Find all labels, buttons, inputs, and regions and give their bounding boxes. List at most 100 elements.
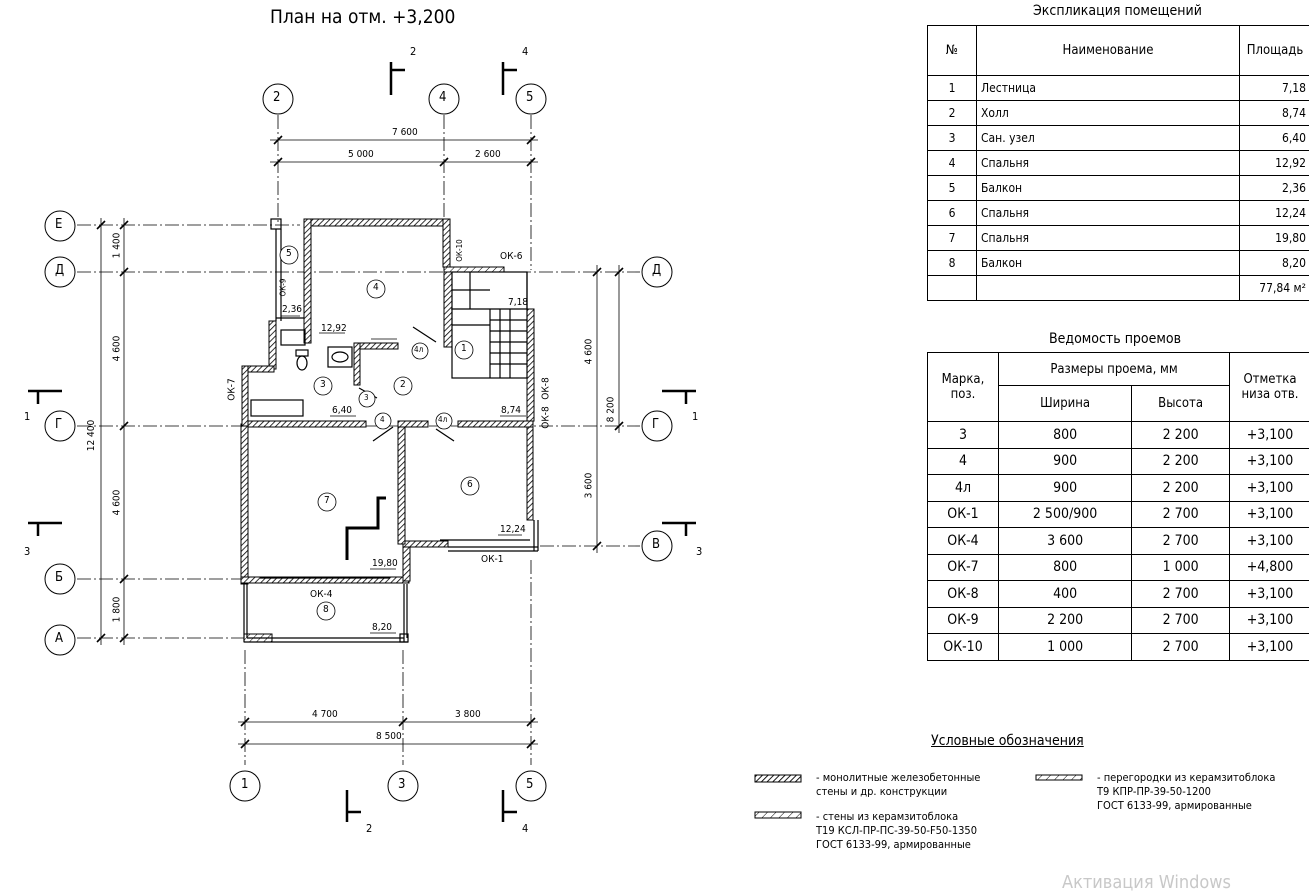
plan-labels: 2 4 2 4 1 3 1 3 2 4 5 1 3 5 Е Д Г Б А Д … xyxy=(0,0,920,885)
door-tag: 4л xyxy=(438,415,447,424)
room-number: 1 xyxy=(461,343,467,354)
dimension-text: 4 600 xyxy=(583,339,594,365)
table-cell: +3,100 xyxy=(1230,634,1309,661)
total-area: 77,84 м² xyxy=(1240,276,1309,301)
legend-item: - монолитные железобетонные стены и др. … xyxy=(816,771,980,799)
table-cell: 900 xyxy=(999,475,1132,502)
table-cell: ОК-10 xyxy=(928,634,999,661)
axis-label-bottom: 1 xyxy=(241,777,248,792)
table-cell: 900 xyxy=(999,448,1132,475)
table-cell: 2 700 xyxy=(1132,581,1230,608)
openings-header: Высота xyxy=(1132,386,1230,422)
openings-header: Отметка низа отв. xyxy=(1230,353,1309,422)
table-total-row: 77,84 м² xyxy=(928,276,1309,301)
table-cell: 7 xyxy=(928,226,977,251)
axis-label-right: Д xyxy=(652,263,661,278)
room-area: 19,80 xyxy=(372,558,398,569)
table-cell: 800 xyxy=(999,422,1132,449)
section-label: 4 xyxy=(522,45,528,58)
table-row: 8 Балкон 8,20 xyxy=(928,251,1309,276)
axis-label-left: Д xyxy=(55,263,64,278)
section-label: 1 xyxy=(24,410,30,423)
opening-tag: ОК-7 xyxy=(227,378,238,400)
table-cell: Спальня xyxy=(977,201,1240,226)
dimension-text: 8 200 xyxy=(605,397,616,423)
table-cell: Балкон xyxy=(977,176,1240,201)
explication-header: Площадь xyxy=(1240,26,1309,76)
table-cell: 2 200 xyxy=(1132,448,1230,475)
table-cell: Лестница xyxy=(977,76,1240,101)
table-cell: +3,100 xyxy=(1230,607,1309,634)
table-cell: 1 000 xyxy=(1132,554,1230,581)
table-cell: 12,92 xyxy=(1240,151,1309,176)
room-number: 5 xyxy=(286,248,292,259)
table-cell: Спальня xyxy=(977,226,1240,251)
opening-tag: ОК-8 xyxy=(541,406,552,428)
openings-header: Размеры проема, мм xyxy=(999,353,1230,386)
table-cell: Сан. узел xyxy=(977,126,1240,151)
room-area: 7,18 xyxy=(508,297,528,308)
table-cell: 3 xyxy=(928,126,977,151)
axis-label-left: А xyxy=(55,631,63,646)
table-cell: 7,18 xyxy=(1240,76,1309,101)
table-cell: 2 700 xyxy=(1132,607,1230,634)
table-cell: ОК-8 xyxy=(928,581,999,608)
table-cell: 4 xyxy=(928,448,999,475)
table-cell: 2 500/900 xyxy=(999,501,1132,528)
room-number: 8 xyxy=(323,604,329,615)
table-cell: 6,40 xyxy=(1240,126,1309,151)
axis-label-bottom: 3 xyxy=(398,777,405,792)
table-cell: ОК-9 xyxy=(928,607,999,634)
table-cell: 4 xyxy=(928,151,977,176)
dimension-text: 7 600 xyxy=(392,127,418,138)
table-cell: 2 200 xyxy=(999,607,1132,634)
table-cell: Спальня xyxy=(977,151,1240,176)
table-cell: 8,74 xyxy=(1240,101,1309,126)
room-area: 8,74 xyxy=(501,405,521,416)
legend-title: Условные обозначения xyxy=(931,733,1084,749)
dimension-text: 5 000 xyxy=(348,149,374,160)
door-tag: 4 xyxy=(380,415,385,424)
table-cell: +3,100 xyxy=(1230,528,1309,555)
table-cell: 8,20 xyxy=(1240,251,1309,276)
dimension-text: 1 400 xyxy=(111,233,122,259)
room-number: 2 xyxy=(400,379,406,390)
room-area: 12,24 xyxy=(500,524,526,535)
opening-tag: ОК-6 xyxy=(500,251,522,262)
door-tag: 3 xyxy=(364,393,369,402)
table-cell: +4,800 xyxy=(1230,554,1309,581)
room-number: 4 xyxy=(373,282,379,293)
section-label: 3 xyxy=(24,545,30,558)
table-row: 2 Холл 8,74 xyxy=(928,101,1309,126)
openings-title: Ведомость проемов xyxy=(1049,331,1181,347)
table-cell xyxy=(977,276,1240,301)
table-cell: 2 200 xyxy=(1132,422,1230,449)
openings-header: Ширина xyxy=(999,386,1132,422)
section-label: 2 xyxy=(410,45,416,58)
table-cell: Балкон xyxy=(977,251,1240,276)
table-cell: ОК-1 xyxy=(928,501,999,528)
dimension-text: 8 500 xyxy=(376,731,402,742)
partition-symbol xyxy=(1036,775,1082,780)
door-tag: 4л xyxy=(414,345,423,354)
table-row: 3 Сан. узел 6,40 xyxy=(928,126,1309,151)
axis-label-left: Е xyxy=(55,217,62,232)
room-area: 2,36 xyxy=(282,304,302,315)
table-cell: +3,100 xyxy=(1230,448,1309,475)
section-label: 2 xyxy=(366,822,372,835)
openings-table: Марка, поз. Размеры проема, мм Отметка н… xyxy=(927,352,1309,661)
room-number: 3 xyxy=(320,379,326,390)
monolithic-wall-symbol xyxy=(755,775,801,782)
table-cell: 400 xyxy=(999,581,1132,608)
block-wall-symbol xyxy=(755,812,801,818)
openings-header: Марка, поз. xyxy=(928,353,999,422)
table-cell: 3 xyxy=(928,422,999,449)
table-cell: 800 xyxy=(999,554,1132,581)
axis-label-right: Г xyxy=(652,417,659,432)
table-cell: 1 000 xyxy=(999,634,1132,661)
room-number: 7 xyxy=(324,495,330,506)
opening-tag: ОК-8 xyxy=(541,377,552,399)
